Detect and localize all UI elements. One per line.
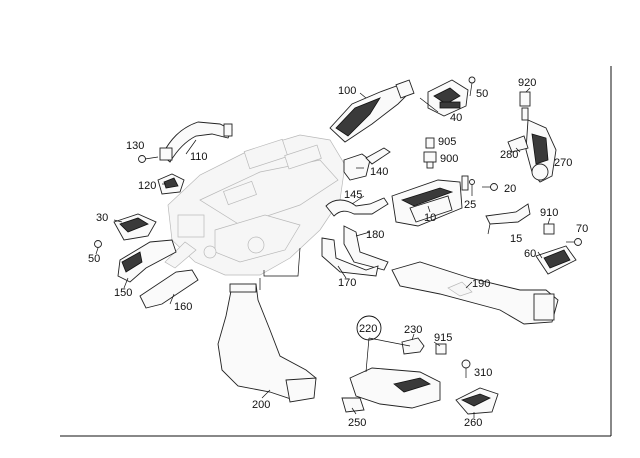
duct-170 (321, 237, 379, 277)
screw-50-left (94, 240, 102, 255)
callout-260: 260 (464, 417, 482, 429)
callout-60: 60 (524, 248, 536, 260)
callout-110: 110 (190, 151, 208, 163)
callout-20: 20 (504, 183, 516, 195)
sensor-910 (543, 223, 555, 235)
part-915 (435, 343, 447, 355)
part-30 (113, 213, 157, 241)
duct-160 (139, 269, 199, 309)
panel-260 (455, 387, 499, 415)
leader-lines (113, 87, 551, 418)
callout-140: 140 (370, 166, 388, 178)
callout-150: 150 (114, 287, 132, 299)
callout-200: 200 (252, 399, 270, 411)
duct-200 (217, 283, 317, 403)
callout-900: 900 (440, 153, 458, 165)
callout-15: 15 (510, 233, 522, 245)
duct-180 (343, 225, 389, 271)
callout-310: 310 (474, 367, 492, 379)
callout-40: 40 (450, 112, 462, 124)
screw-310 (461, 359, 471, 378)
hvac-housing-ghost (164, 134, 346, 276)
callout-270: 270 (554, 157, 572, 169)
callout-120: 120 (138, 180, 156, 192)
callout-920: 920 (518, 77, 536, 89)
duct-190 (391, 261, 559, 325)
callout-10: 10 (424, 212, 436, 224)
hose-110 (159, 121, 233, 163)
callout-190: 190 (472, 278, 490, 290)
actuator-140 (343, 147, 391, 181)
screw-130 (138, 155, 159, 163)
sensor-905 (425, 137, 435, 149)
callout-170: 170 (338, 277, 356, 289)
callout-915: 915 (434, 332, 452, 344)
callout-180: 180 (366, 229, 384, 241)
callout-70: 70 (576, 223, 588, 235)
screw-25 (469, 179, 475, 196)
callout-50-top: 50 (476, 88, 488, 100)
blower-motor-assembly (507, 91, 557, 183)
part-230 (401, 337, 425, 355)
callout-230: 230 (404, 324, 422, 336)
callout-905: 905 (438, 136, 456, 148)
hose-145 (325, 197, 389, 217)
callout-100: 100 (338, 85, 356, 97)
assembly-250 (341, 367, 441, 413)
screw-20 (482, 183, 498, 191)
callout-280: 280 (500, 149, 518, 161)
bracket-15 (485, 203, 531, 235)
callout-circle-220 (356, 315, 382, 341)
callout-160: 160 (174, 301, 192, 313)
screw-50-top (468, 76, 476, 97)
callout-250: 250 (348, 417, 366, 429)
callout-220: 220 (359, 323, 377, 335)
callout-50-left: 50 (88, 253, 100, 265)
callout-130: 130 (126, 140, 144, 152)
callout-labels: 100 40 50 920 130 110 905 900 280 270 14… (88, 77, 588, 429)
callout-25: 25 (464, 199, 476, 211)
duct-150 (117, 239, 177, 283)
screw-70 (566, 238, 582, 246)
blower-60 (535, 245, 577, 275)
control-unit-10 (391, 175, 469, 227)
sensor-900 (423, 151, 437, 169)
callout-30: 30 (96, 212, 108, 224)
callout-910: 910 (540, 207, 558, 219)
callout-145: 145 (344, 189, 362, 201)
blower-regulator (427, 79, 469, 117)
clip-120 (157, 173, 185, 195)
air-intake-duct (329, 79, 415, 143)
